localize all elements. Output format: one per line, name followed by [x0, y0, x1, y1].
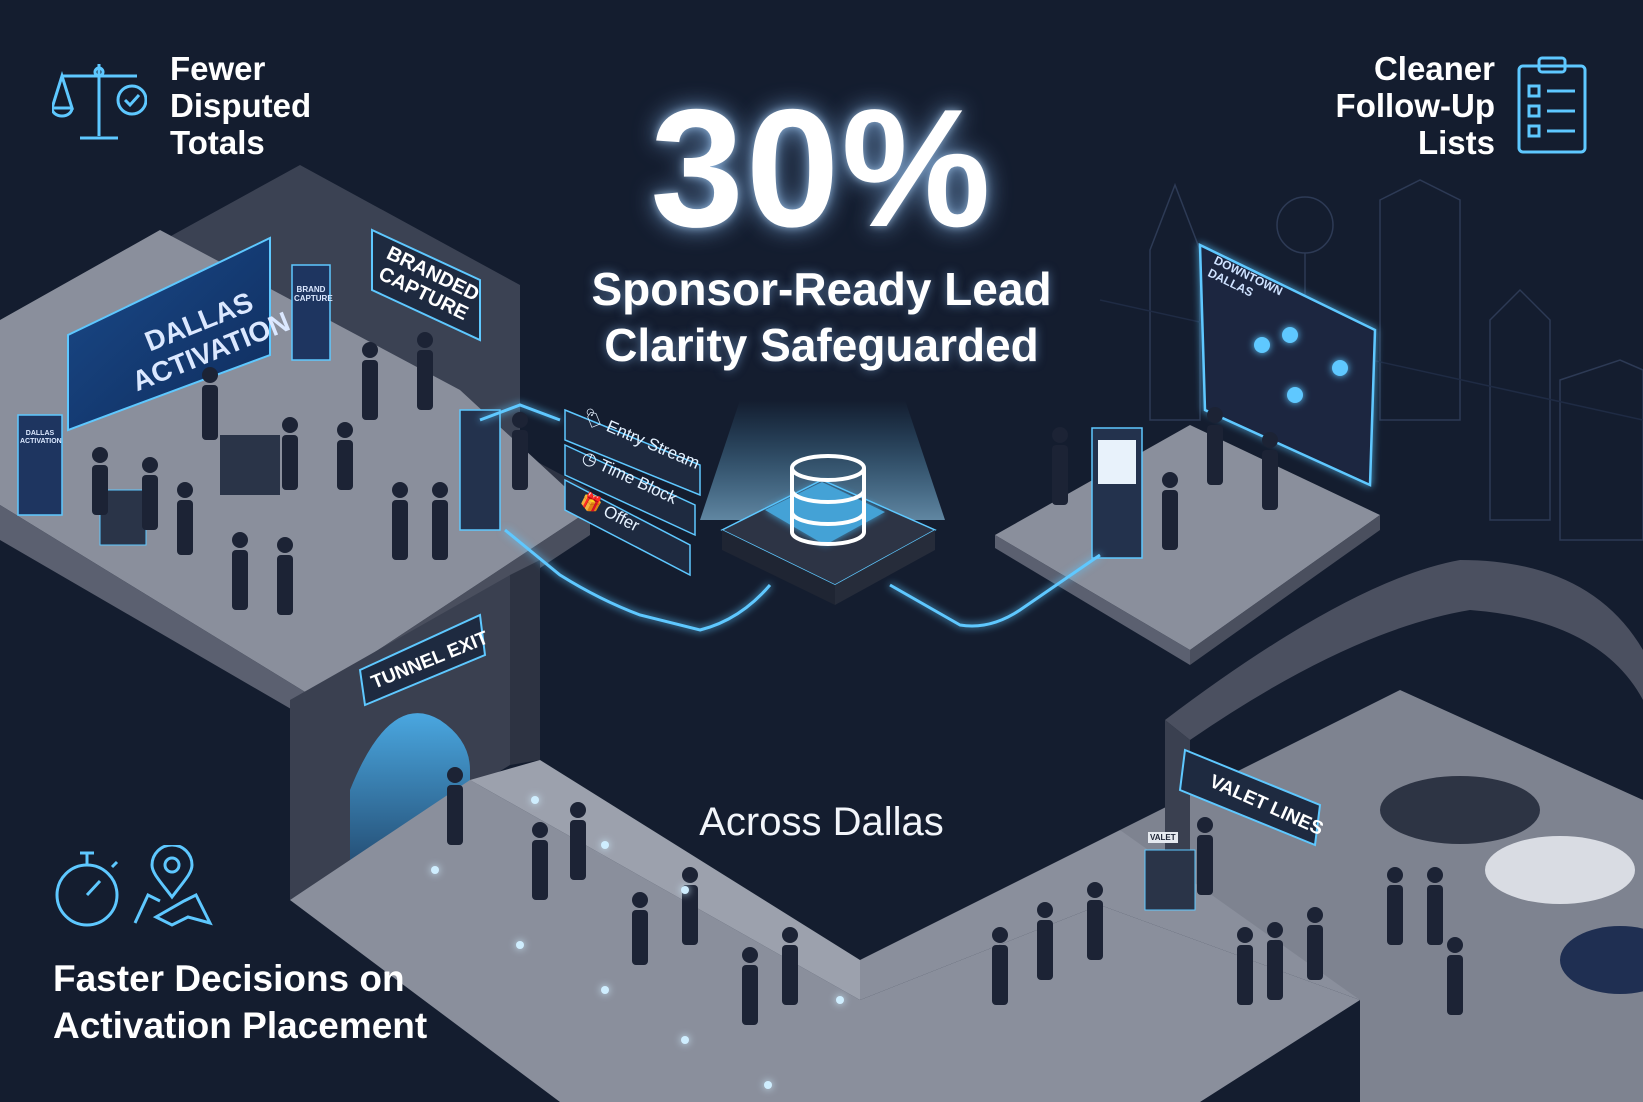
callout-bottom-left-line-1: Faster Decisions on: [53, 958, 405, 999]
callout-bottom-left-line-2: Activation Placement: [53, 1005, 428, 1046]
small-kiosk-mid-text: BRAND CAPTURE: [294, 285, 333, 303]
right-kiosk-platform: [995, 242, 1380, 665]
database-icon: [790, 454, 866, 546]
floor-lights: [431, 796, 844, 1089]
callout-top-right-line-1: Cleaner: [1373, 50, 1495, 87]
callout-top-left-line-3: Totals: [170, 124, 265, 161]
callout-top-right-line-3: Lists: [1417, 124, 1495, 161]
callout-top-left: Fewer Disputed Totals: [170, 50, 311, 161]
valet-area: [1120, 560, 1643, 1102]
hero-line-2: Clarity Safeguarded: [604, 319, 1039, 371]
hero-subtitle: Across Dallas: [699, 800, 944, 844]
hero-line-1: Sponsor-Ready Lead: [591, 263, 1052, 315]
callout-top-left-line-2: Disputed: [170, 87, 312, 124]
attendees: [92, 332, 1463, 1025]
data-flow-lines: [479, 403, 1101, 632]
data-hub: [700, 400, 945, 605]
kiosk-left-line-1: DALLAS: [25, 430, 55, 437]
kiosk-mid-line-1: BRAND: [296, 285, 326, 294]
stopwatch-icon: [55, 851, 119, 927]
map-pin-icon: [133, 845, 213, 927]
clipboard-checklist-icon: [1517, 56, 1587, 154]
callout-top-right-line-2: Follow-Up: [1335, 87, 1495, 124]
callout-top-left-line-1: Fewer: [170, 50, 266, 87]
callout-bottom-left: Faster Decisions on Activation Placement: [53, 955, 427, 1049]
scale-check-icon: [52, 64, 147, 140]
callout-top-right: Cleaner Follow-Up Lists: [1280, 50, 1495, 161]
kiosk-mid-line-2: CAPTURE: [294, 294, 333, 303]
data-tag-panels: [564, 408, 701, 577]
small-kiosk-left-text: DALLAS ACTIVATION: [20, 430, 62, 446]
kiosk-left-line-2: ACTIVATION: [20, 438, 62, 445]
map-pins: [1254, 327, 1348, 403]
valet-desk-sign: VALET: [1148, 832, 1178, 843]
hero-percentage: 30%: [650, 74, 993, 262]
